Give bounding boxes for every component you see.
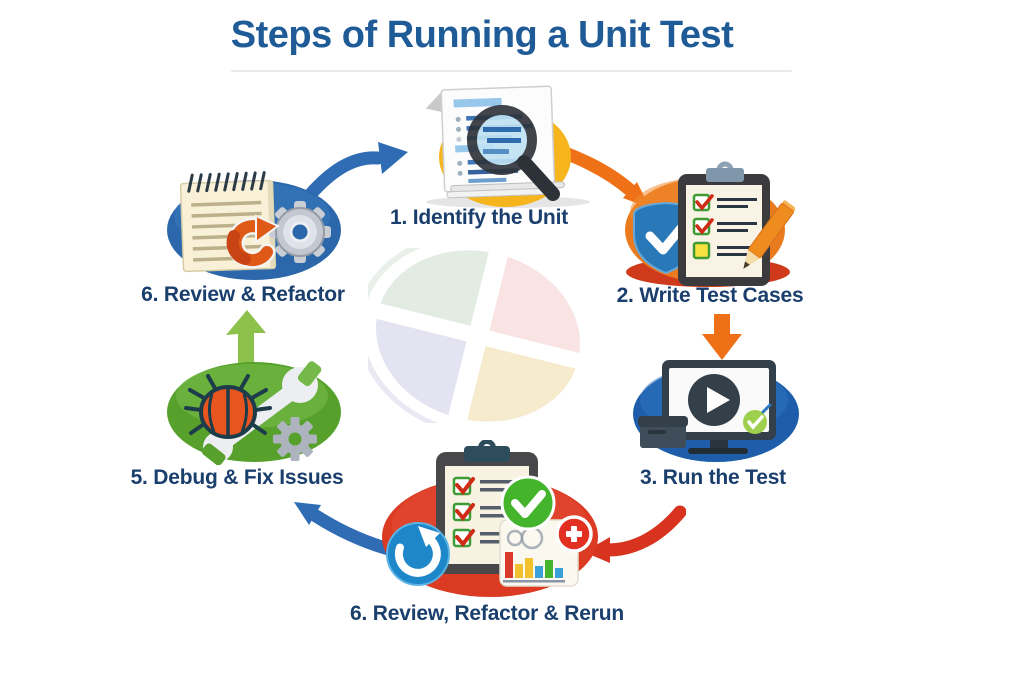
step-label: 3. Run the Test [640, 466, 786, 489]
step-debug-fix-issues: 5. Debug & Fix Issues [77, 350, 397, 495]
check-badge-icon [743, 410, 767, 434]
monitor [662, 360, 776, 454]
step-run-the-test: 3. Run the Test [553, 350, 873, 495]
clipboard-checklist-pencil-icon [625, 161, 795, 287]
bug-wrench-gear-icon [167, 361, 341, 465]
pinwheel-watermark-icon [368, 248, 580, 423]
arrow-step2-to-step3 [702, 314, 742, 360]
step-label: 5. Debug & Fix Issues [130, 466, 344, 489]
clipboard-refresh-chart-icon [382, 440, 598, 597]
step-label: 2. Write Test Cases [616, 284, 804, 307]
magnifier-glass-icon [467, 105, 560, 201]
refresh-arrow-icon [226, 214, 280, 269]
plus-badge-icon [555, 515, 593, 553]
device-box [638, 416, 688, 448]
step-label: 1. Identify the Unit [389, 206, 568, 229]
gear-icon [269, 201, 331, 263]
step-identify-the-unit: 1. Identify the Unit [319, 82, 639, 242]
laptop-play-icon [633, 360, 799, 462]
step-review-refactor-rerun: 6. Review, Refactor & Rerun [327, 440, 647, 632]
step-write-test-cases: 2. Write Test Cases [550, 160, 870, 316]
arrow-step5-to-step6 [226, 310, 266, 366]
notepad-gear-refresh-icon [167, 171, 341, 280]
title-divider [231, 70, 792, 72]
wrench-icon [201, 361, 322, 465]
notepad-icon [179, 171, 277, 273]
step-label: 6. Review, Refactor & Rerun [350, 602, 624, 625]
document-magnifier-icon [425, 85, 590, 208]
gear-icon [273, 417, 317, 461]
step-review-refactor: 6. Review & Refactor [83, 166, 403, 312]
arrow-step3-to-step4 [584, 505, 686, 563]
refresh-circle-icon [386, 522, 450, 586]
checklist-rows [692, 193, 757, 260]
check-badge-icon [500, 475, 556, 531]
page-title: Steps of Running a Unit Test [230, 14, 734, 56]
step-label: 6. Review & Refactor [141, 283, 345, 306]
bug-icon [184, 374, 272, 439]
pencil-icon [743, 200, 795, 269]
arrow-step4-to-step5 [294, 502, 399, 557]
